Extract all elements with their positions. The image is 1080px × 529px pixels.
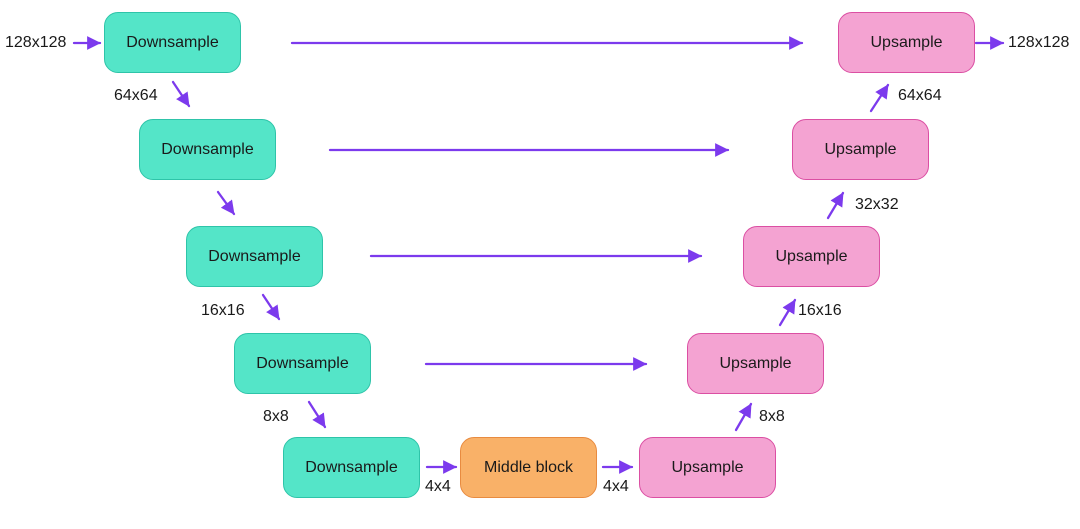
size-label-right-16x16: 16x16	[798, 302, 842, 319]
downsample-block-1: Downsample	[104, 12, 241, 73]
upsample-block-3: Upsample	[743, 226, 880, 287]
upsample-block-1: Upsample	[838, 12, 975, 73]
downsample-block-5: Downsample	[283, 437, 420, 498]
downsample-arrow-4-5	[307, 400, 327, 429]
upsample-arrow-4-3	[778, 298, 797, 327]
downsample-block-4: Downsample	[234, 333, 371, 394]
size-label-bottom-left-4x4: 4x4	[425, 478, 451, 495]
upsample-block-5: Upsample	[639, 437, 776, 498]
size-label-left-16x16: 16x16	[201, 302, 245, 319]
upsample-block-4: Upsample	[687, 333, 824, 394]
upsample-arrow-3-2	[826, 191, 845, 220]
upsample-arrow-2-1	[869, 83, 890, 113]
downsample-arrow-2-3	[216, 190, 236, 216]
size-label-bottom-right-4x4: 4x4	[603, 478, 629, 495]
downsample-arrow-1-2	[171, 80, 191, 108]
downsample-arrow-3-4	[261, 293, 281, 321]
middle-block: Middle block	[460, 437, 597, 498]
upsample-block-2: Upsample	[792, 119, 929, 180]
downsample-block-3: Downsample	[186, 226, 323, 287]
size-label-right-64x64: 64x64	[898, 87, 942, 104]
size-label-left-8x8: 8x8	[263, 408, 289, 425]
size-label-right-8x8: 8x8	[759, 408, 785, 425]
output-size-label: 128x128	[1008, 34, 1070, 51]
input-size-label: 128x128	[5, 34, 67, 51]
upsample-arrow-5-4	[734, 402, 753, 432]
size-label-right-32x32: 32x32	[855, 196, 899, 213]
downsample-block-2: Downsample	[139, 119, 276, 180]
size-label-left-64x64: 64x64	[114, 87, 158, 104]
